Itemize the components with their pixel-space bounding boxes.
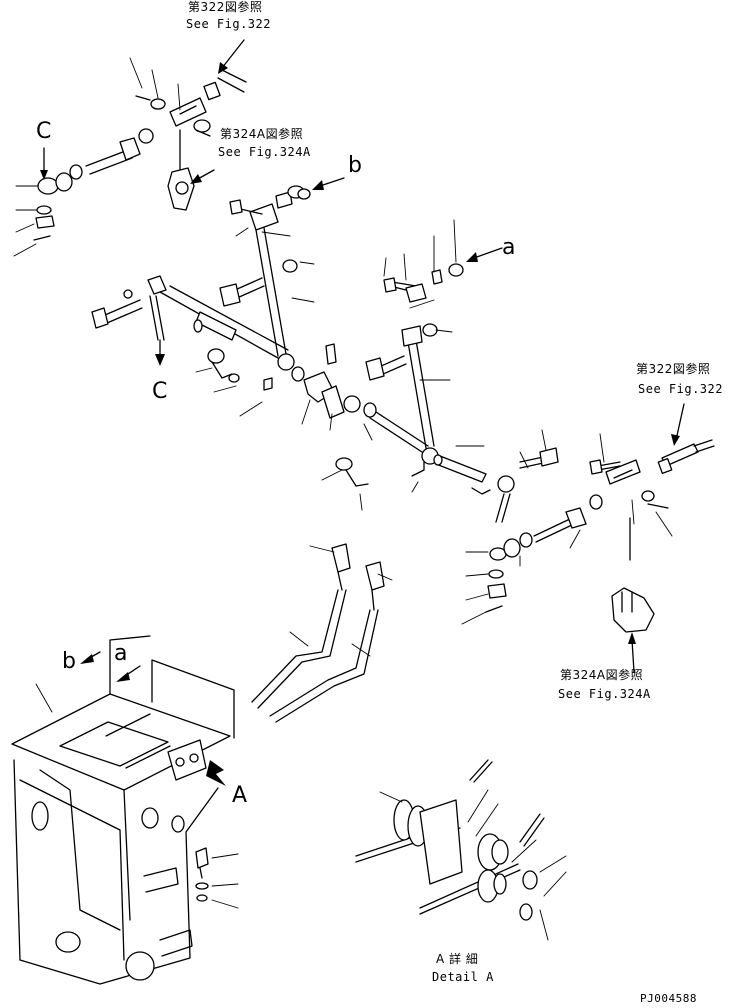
callout-a-frame: a [114, 641, 128, 666]
right-linkage [461, 403, 715, 673]
callout-c-top: C [36, 119, 52, 144]
callout-b-top: b [348, 153, 363, 178]
drawing-code: PJ004588 [640, 992, 697, 1005]
detail-a-view [355, 759, 567, 941]
callout-detail-arrow: A [232, 783, 248, 808]
ref-fig322-top-en: See Fig.322 [186, 17, 271, 31]
detail-a-title-jp: A 詳 細 [436, 952, 479, 966]
detail-a-title-en: Detail A [432, 970, 494, 984]
callout-c-bottom: C [152, 379, 168, 404]
ref-fig322-right-jp: 第322図参照 [636, 362, 711, 376]
levers [251, 543, 393, 723]
ref-fig324a-left-en: See Fig.324A [218, 145, 311, 159]
ref-fig324a-left-jp: 第324A図参照 [220, 127, 304, 141]
upper-left-linkage [13, 39, 247, 257]
ref-fig324a-right-en: See Fig.324A [558, 687, 651, 701]
support-frame [11, 635, 239, 985]
middle-link-assembly [91, 177, 503, 511]
ref-fig324a-right-jp: 第324A図参照 [560, 668, 644, 682]
callout-b-frame: b [62, 649, 77, 674]
callout-a-mid: a [502, 235, 516, 260]
ref-fig322-top-jp: 第322図参照 [188, 0, 263, 14]
ref-fig322-right-en: See Fig.322 [638, 382, 723, 396]
